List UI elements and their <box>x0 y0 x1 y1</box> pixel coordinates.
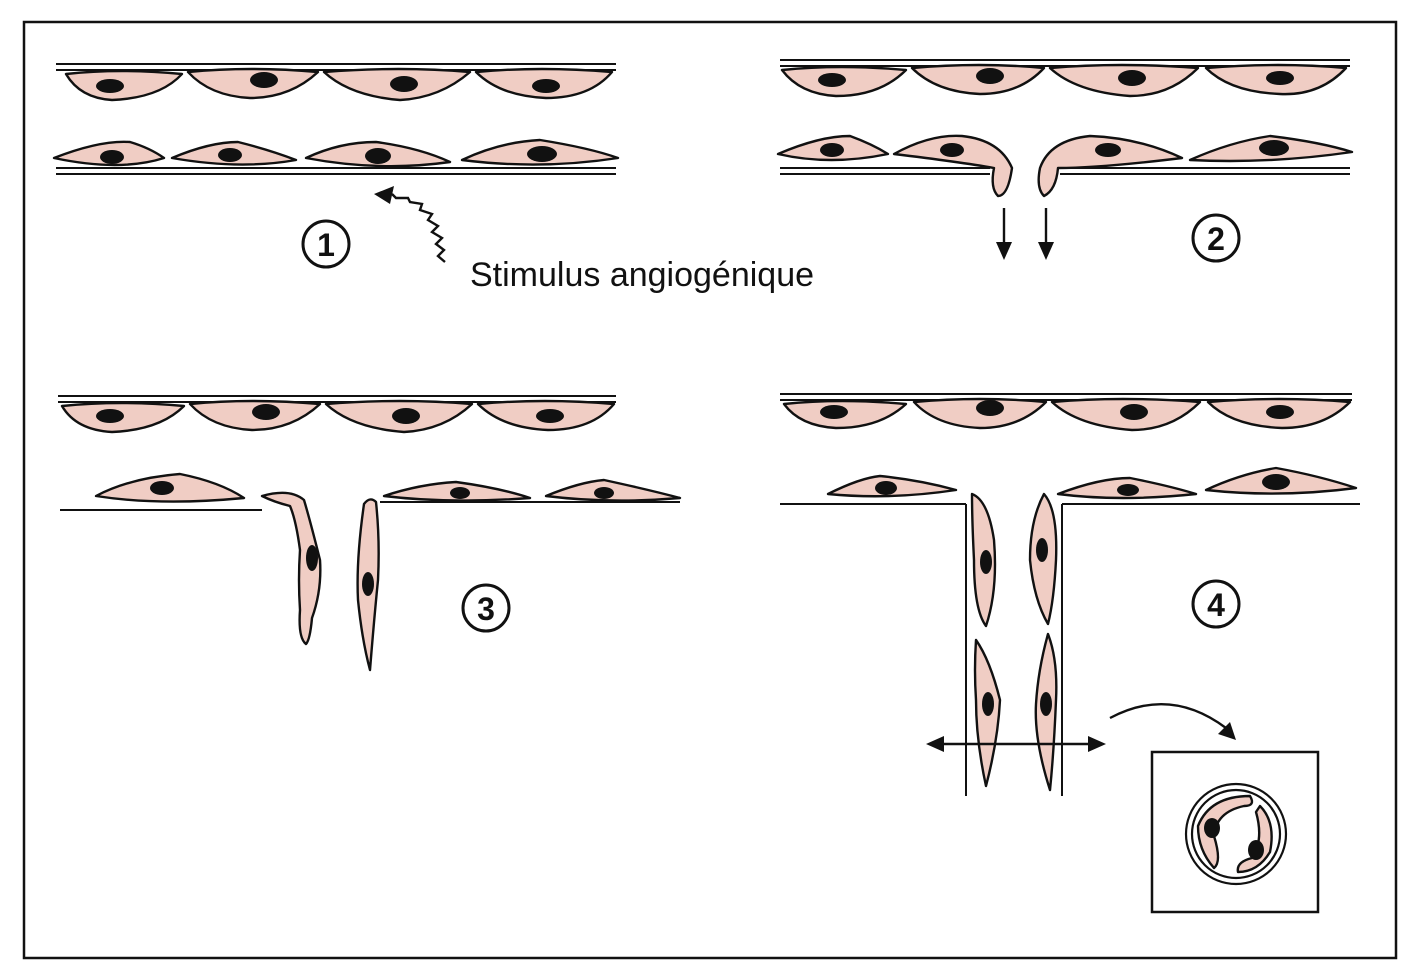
lumen-cross-section-box <box>1150 750 1320 914</box>
stimulus-wavy-arrow <box>391 193 446 263</box>
panel-1: 1 Stimulus angiogénique <box>52 63 814 294</box>
step-4-number: 4 <box>1207 587 1225 623</box>
step-4-badge <box>1191 579 1241 629</box>
endothelial-row-lower <box>94 472 682 503</box>
step-1-number: 1 <box>317 227 335 263</box>
stimulus-label: Stimulus angiogénique <box>470 256 814 294</box>
tip-cell-left <box>260 491 322 646</box>
panel-2: 2 <box>776 59 1354 263</box>
sprouting-cell-left <box>892 134 1014 198</box>
figure-frame <box>22 20 1398 960</box>
endothelial-row-lower <box>52 138 620 168</box>
endothelial-row-lower <box>776 134 1354 198</box>
endothelial-row-lower <box>826 466 1358 500</box>
step-3-number: 3 <box>477 591 495 627</box>
lumen-cross-section <box>1184 782 1288 886</box>
sprouting-cell-right <box>1037 134 1184 198</box>
panel-4: 4 <box>780 393 1360 914</box>
endothelial-row-upper <box>782 397 1352 432</box>
endothelial-row-upper <box>64 67 614 102</box>
step-1-badge <box>301 219 351 269</box>
step-3-badge <box>461 583 511 633</box>
endothelial-row-upper <box>60 399 616 434</box>
step-2-badge <box>1191 213 1241 263</box>
step-2-number: 2 <box>1207 221 1225 257</box>
endothelial-row-upper <box>780 63 1348 98</box>
sprout-cells <box>970 492 1058 792</box>
panel-3: 3 <box>58 395 682 672</box>
curved-arrow-to-section <box>1109 702 1227 729</box>
